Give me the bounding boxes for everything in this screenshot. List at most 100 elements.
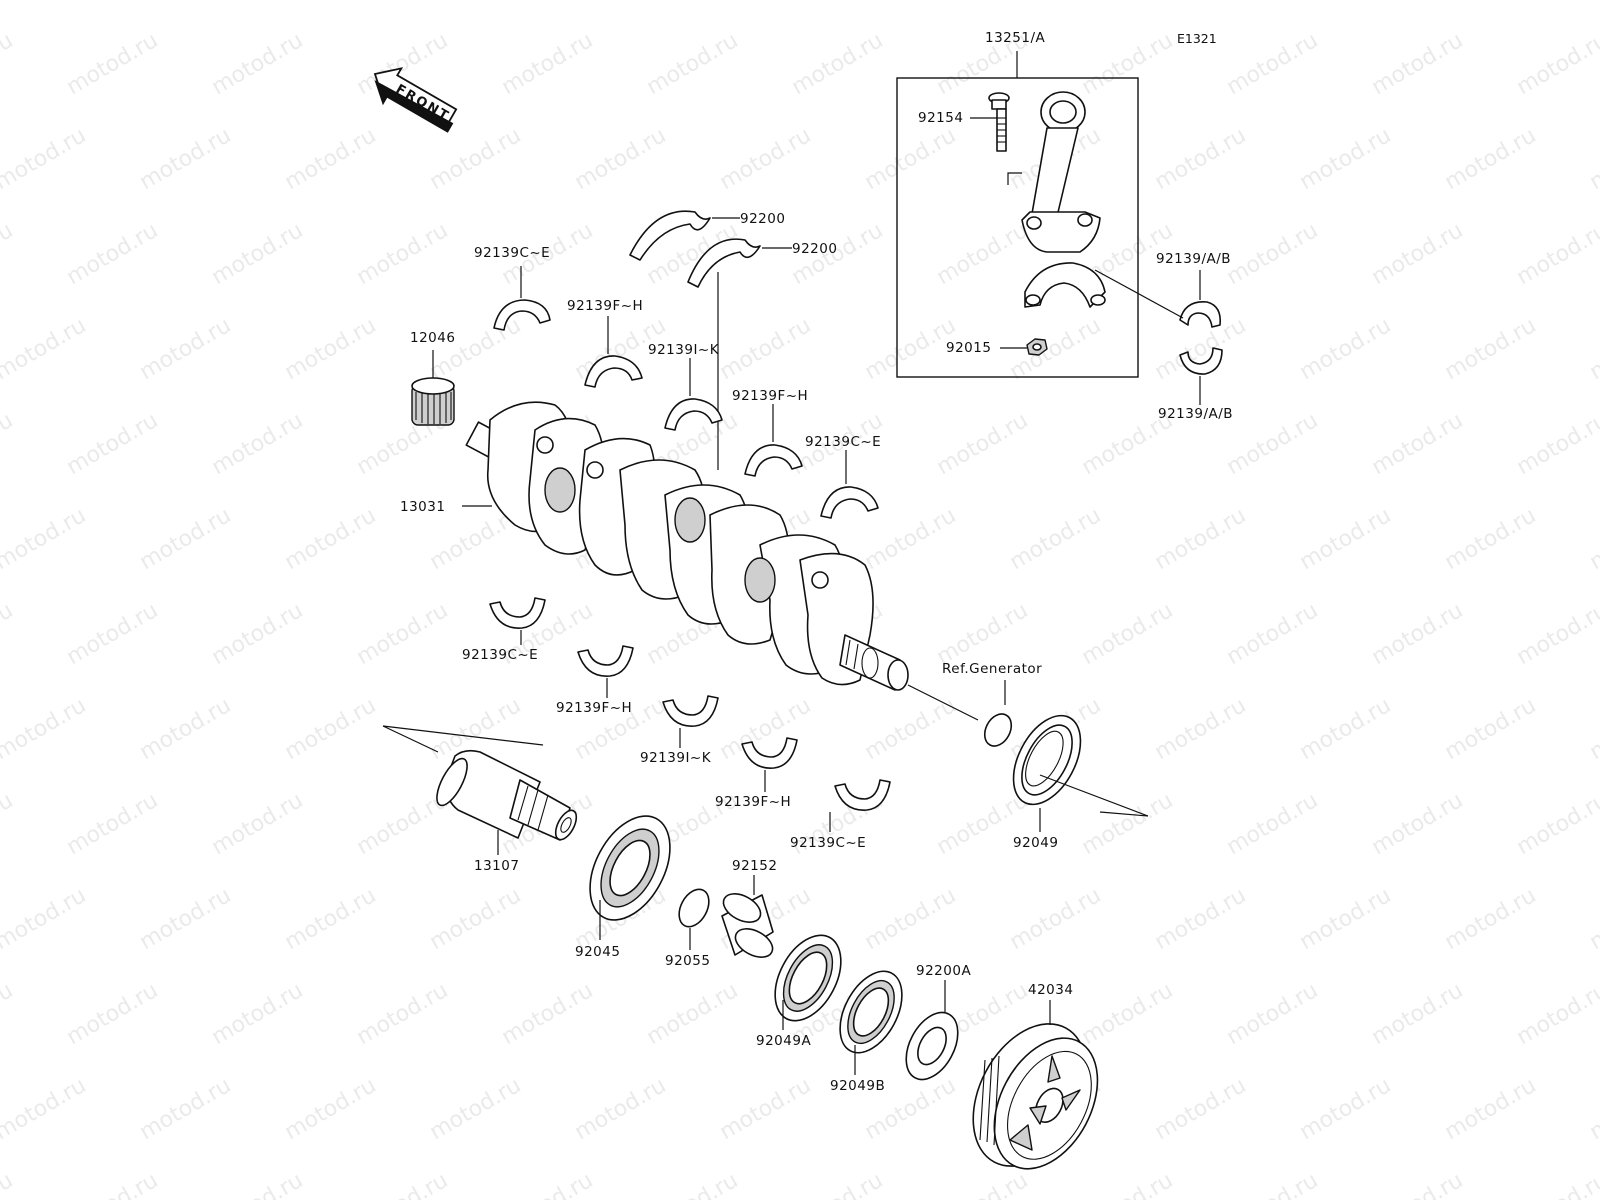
watermark-text: motod.ru xyxy=(1586,503,1600,575)
main-bearing-fh-top xyxy=(584,355,643,388)
callout-92139ik-top: 92139I~K xyxy=(648,342,720,358)
callout-92139ce-top: 92139C~E xyxy=(474,245,550,261)
watermark-text: motod.ru xyxy=(1296,1073,1396,1145)
watermark-text: motod.ru xyxy=(426,313,526,385)
watermark-text: motod.ru xyxy=(1296,883,1396,955)
watermark-text: motod.ru xyxy=(861,883,961,955)
oil-seal-92049b xyxy=(839,970,903,1054)
watermark-text: motod.ru xyxy=(281,1073,381,1145)
callout-92139ce-mid: 92139C~E xyxy=(805,434,881,450)
callout-13031: 13031 xyxy=(400,499,445,515)
watermark-text: motod.ru xyxy=(1006,883,1106,955)
watermark-text: motod.ru xyxy=(1513,408,1600,480)
watermark-text: motod.ru xyxy=(933,598,1033,670)
main-bearing-ik-lower xyxy=(662,695,719,727)
ball-bearing-92045 xyxy=(589,815,671,921)
conrod-bolt xyxy=(988,92,1010,152)
watermark-text: motod.ru xyxy=(1078,1168,1178,1200)
watermark-text: motod.ru xyxy=(353,218,453,290)
sprocket-42034 xyxy=(972,1023,1099,1170)
watermark-text: motod.ru xyxy=(0,503,90,575)
watermark-text: motod.ru xyxy=(1223,28,1323,100)
watermark-text: motod.ru xyxy=(1151,0,1251,5)
watermark-text: motod.ru xyxy=(136,693,236,765)
callout-92139fh-top: 92139F~H xyxy=(567,298,643,314)
callout-92015: 92015 xyxy=(946,340,991,356)
oil-seal-92049a xyxy=(774,934,842,1022)
watermark-text: motod.ru xyxy=(208,978,308,1050)
watermark-text: motod.ru xyxy=(643,28,743,100)
callout-92200-top: 92200 xyxy=(740,211,785,227)
watermark-text: motod.ru xyxy=(1586,0,1600,5)
main-bearing-ik-top xyxy=(664,398,723,431)
callout-92139ik-lower: 92139I~K xyxy=(640,750,712,766)
watermark-text: motod.ru xyxy=(1368,788,1468,860)
watermark-text: motod.ru xyxy=(0,28,17,100)
watermark-text: motod.ru xyxy=(0,1168,17,1200)
watermark-text: motod.ru xyxy=(1368,1168,1468,1200)
watermark-text: motod.ru xyxy=(1513,978,1600,1050)
watermark-text: motod.ru xyxy=(1151,693,1251,765)
watermark-text: motod.ru xyxy=(281,883,381,955)
callout-92200-second: 92200 xyxy=(792,241,837,257)
watermark-text: motod.ru xyxy=(1368,408,1468,480)
watermark-text: motod.ru xyxy=(0,788,17,860)
watermark-text: motod.ru xyxy=(1368,28,1468,100)
watermark-text: motod.ru xyxy=(1223,218,1323,290)
watermark-text: motod.ru xyxy=(1368,218,1468,290)
watermark-text: motod.ru xyxy=(1006,503,1106,575)
ref-generator-label: Ref.Generator xyxy=(942,661,1042,677)
watermark-text: motod.ru xyxy=(1296,503,1396,575)
callout-92152: 92152 xyxy=(732,858,777,874)
watermark-text: motod.ru xyxy=(1586,123,1600,195)
watermark-text: motod.ru xyxy=(498,978,598,1050)
conrod-cap xyxy=(1024,262,1106,308)
watermark-text: motod.ru xyxy=(1441,123,1541,195)
watermark-text: motod.ru xyxy=(1223,788,1323,860)
collar-92152 xyxy=(721,893,774,958)
callout-92139ab-top: 92139/A/B xyxy=(1156,251,1231,267)
watermark-text: motod.ru xyxy=(1006,0,1106,5)
watermark-text: motod.ru xyxy=(1223,978,1323,1050)
watermark-text: motod.ru xyxy=(933,1168,1033,1200)
watermark-text: motod.ru xyxy=(933,408,1033,480)
callout-92049a: 92049A xyxy=(756,1033,811,1049)
watermark-text: motod.ru xyxy=(1223,1168,1323,1200)
watermark-text: motod.ru xyxy=(353,1168,453,1200)
watermark-text: motod.ru xyxy=(136,0,236,5)
watermark-text: motod.ru xyxy=(1296,693,1396,765)
watermark-text: motod.ru xyxy=(1296,123,1396,195)
watermark-text: motod.ru xyxy=(1078,598,1178,670)
watermark-text: motod.ru xyxy=(571,0,671,5)
watermark-text: motod.ru xyxy=(0,598,17,670)
watermark-text: motod.ru xyxy=(1586,883,1600,955)
watermark-text: motod.ru xyxy=(788,28,888,100)
watermark-text: motod.ru xyxy=(0,123,90,195)
watermark-text: motod.ru xyxy=(353,598,453,670)
callout-92045: 92045 xyxy=(575,944,620,960)
watermark-text: motod.ru xyxy=(281,123,381,195)
watermark-text: motod.ru xyxy=(208,218,308,290)
callout-92139fh-lower: 92139F~H xyxy=(556,700,632,716)
conrod-nut xyxy=(1026,338,1048,356)
watermark-text: motod.ru xyxy=(63,218,163,290)
watermark-text: motod.ru xyxy=(1441,693,1541,765)
main-bearing-fh-lower xyxy=(577,645,634,677)
rod-bearing-lower xyxy=(1179,347,1223,375)
thrust-washer-upper xyxy=(629,210,711,261)
watermark-text: motod.ru xyxy=(136,123,236,195)
watermark-text: motod.ru xyxy=(136,503,236,575)
watermark-text: motod.ru xyxy=(353,978,453,1050)
callout-92139ce-bottom: 92139C~E xyxy=(790,835,866,851)
callout-92139ab-bottom: 92139/A/B xyxy=(1158,406,1233,422)
watermark-text: motod.ru xyxy=(281,0,381,5)
watermark-text: motod.ru xyxy=(788,1168,888,1200)
watermark-text: motod.ru xyxy=(0,693,90,765)
main-bearing-fh-bottom xyxy=(741,737,798,769)
callout-13251: 13251/A xyxy=(985,30,1045,46)
watermark-text: motod.ru xyxy=(716,693,816,765)
watermark-text: motod.ru xyxy=(1586,693,1600,765)
watermark-text: motod.ru xyxy=(1586,1073,1600,1145)
watermark-text: motod.ru xyxy=(571,123,671,195)
watermark-text: motod.ru xyxy=(0,978,17,1050)
